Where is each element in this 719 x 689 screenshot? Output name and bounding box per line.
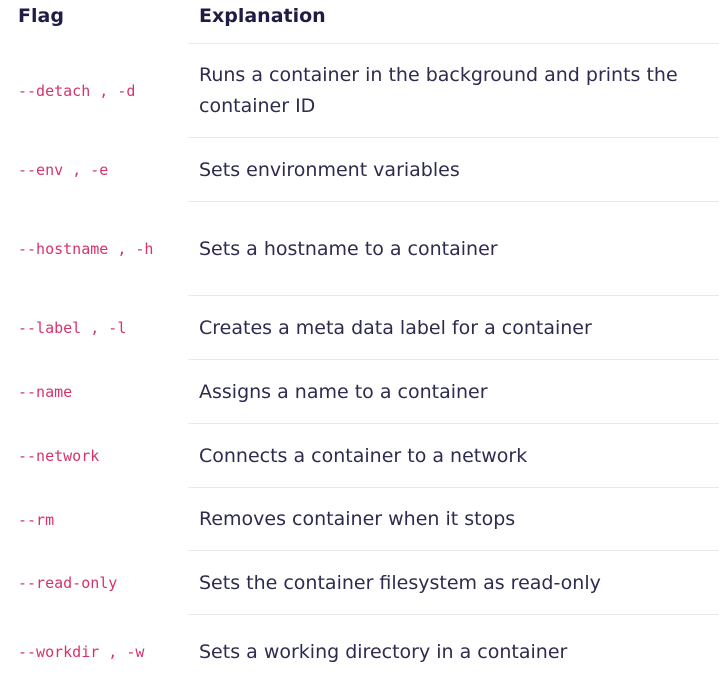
flag-cell: --hostname , -h — [18, 240, 154, 258]
explanation-cell: Connects a container to a network — [199, 444, 528, 467]
row-divider — [188, 614, 719, 615]
table-row: --workdir , -w Sets a working directory … — [0, 615, 719, 689]
table-row: --network Connects a container to a netw… — [0, 424, 719, 488]
flag-cell: --read-only — [18, 574, 118, 592]
row-divider — [188, 295, 719, 296]
explanation-cell: Creates a meta data label for a containe… — [199, 316, 592, 339]
table-row: --detach , -d Runs a container in the ba… — [0, 44, 719, 138]
flag-cell: --label , -l — [18, 319, 127, 337]
header-flag: Flag — [18, 5, 64, 27]
explanation-cell: Assigns a name to a container — [199, 380, 488, 403]
explanation-cell: Sets a working directory in a container — [199, 640, 568, 663]
row-divider — [188, 201, 719, 202]
explanation-cell: Sets the container filesystem as read-on… — [199, 571, 601, 594]
flag-cell: --network — [18, 447, 100, 465]
header-explanation: Explanation — [199, 5, 326, 27]
flag-cell: --detach , -d — [18, 82, 136, 100]
flag-cell: --env , -e — [18, 161, 109, 179]
flag-cell: --workdir , -w — [18, 643, 145, 661]
row-divider — [188, 137, 719, 138]
table-header: Flag Explanation — [0, 0, 719, 44]
table-row: --hostname , -h Sets a hostname to a con… — [0, 202, 719, 296]
explanation-cell: Sets environment variables — [199, 158, 460, 181]
table-row: --rm Removes container when it stops — [0, 488, 719, 551]
row-divider — [188, 423, 719, 424]
table-row: --read-only Sets the container filesyste… — [0, 551, 719, 615]
row-divider — [188, 487, 719, 488]
table-row: --name Assigns a name to a container — [0, 360, 719, 424]
explanation-cell: Sets a hostname to a container — [199, 237, 498, 260]
table-row: --label , -l Creates a meta data label f… — [0, 296, 719, 360]
flag-cell: --name — [18, 383, 73, 401]
explanation-cell: Removes container when it stops — [199, 508, 516, 530]
explanation-cell: Runs a container in the background and p… — [199, 64, 678, 117]
row-divider — [188, 359, 719, 360]
flag-cell: --rm — [18, 510, 55, 529]
table-row: --env , -e Sets environment variables — [0, 138, 719, 202]
row-divider — [188, 43, 719, 44]
row-divider — [188, 550, 719, 551]
